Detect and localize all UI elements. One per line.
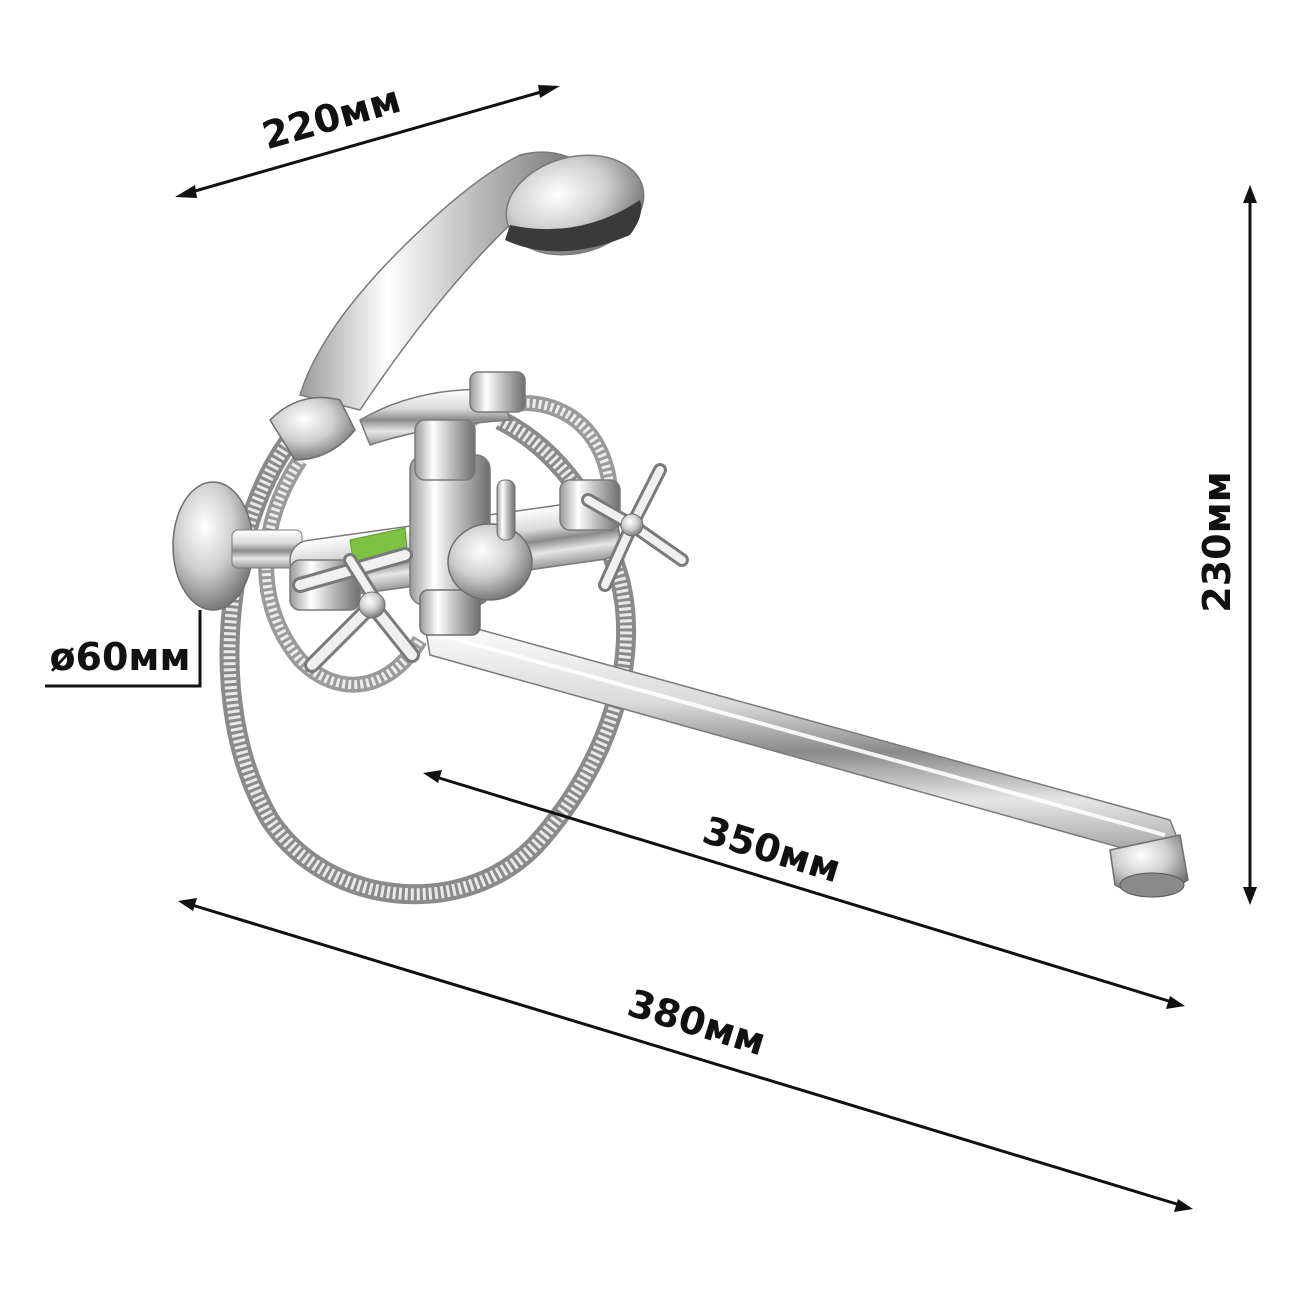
dimension-line bbox=[191, 903, 1181, 1207]
arrow-head bbox=[1174, 1199, 1193, 1212]
shower-head bbox=[269, 151, 645, 461]
dimension-height: 230мм bbox=[1195, 185, 1257, 905]
dimension-label: 230мм bbox=[1195, 471, 1239, 612]
dimension-mount-diameter: ø60мм bbox=[45, 610, 202, 688]
arrow-head bbox=[538, 85, 560, 98]
faucet-illustration bbox=[172, 151, 1189, 905]
dimension-total-length: 380мм bbox=[178, 898, 1193, 1212]
arrow-head bbox=[175, 185, 197, 198]
right-cross-handle bbox=[559, 463, 689, 592]
leader-line bbox=[45, 610, 202, 688]
dimension-label: ø60мм bbox=[49, 635, 190, 679]
arrow-head bbox=[1166, 996, 1185, 1009]
wall-flange bbox=[172, 481, 303, 611]
dimension-line bbox=[435, 775, 1173, 1004]
arrow-head bbox=[1243, 185, 1257, 203]
dimension-label: 380мм bbox=[623, 981, 771, 1064]
shower-holder bbox=[359, 371, 526, 481]
arrow-head bbox=[1243, 887, 1257, 905]
left-cross-handle bbox=[289, 547, 420, 673]
dimension-label: 220мм bbox=[257, 77, 405, 158]
arrow-head bbox=[423, 770, 442, 783]
dimension-line bbox=[187, 88, 549, 195]
arrow-head bbox=[178, 898, 197, 911]
spout bbox=[424, 619, 1189, 898]
